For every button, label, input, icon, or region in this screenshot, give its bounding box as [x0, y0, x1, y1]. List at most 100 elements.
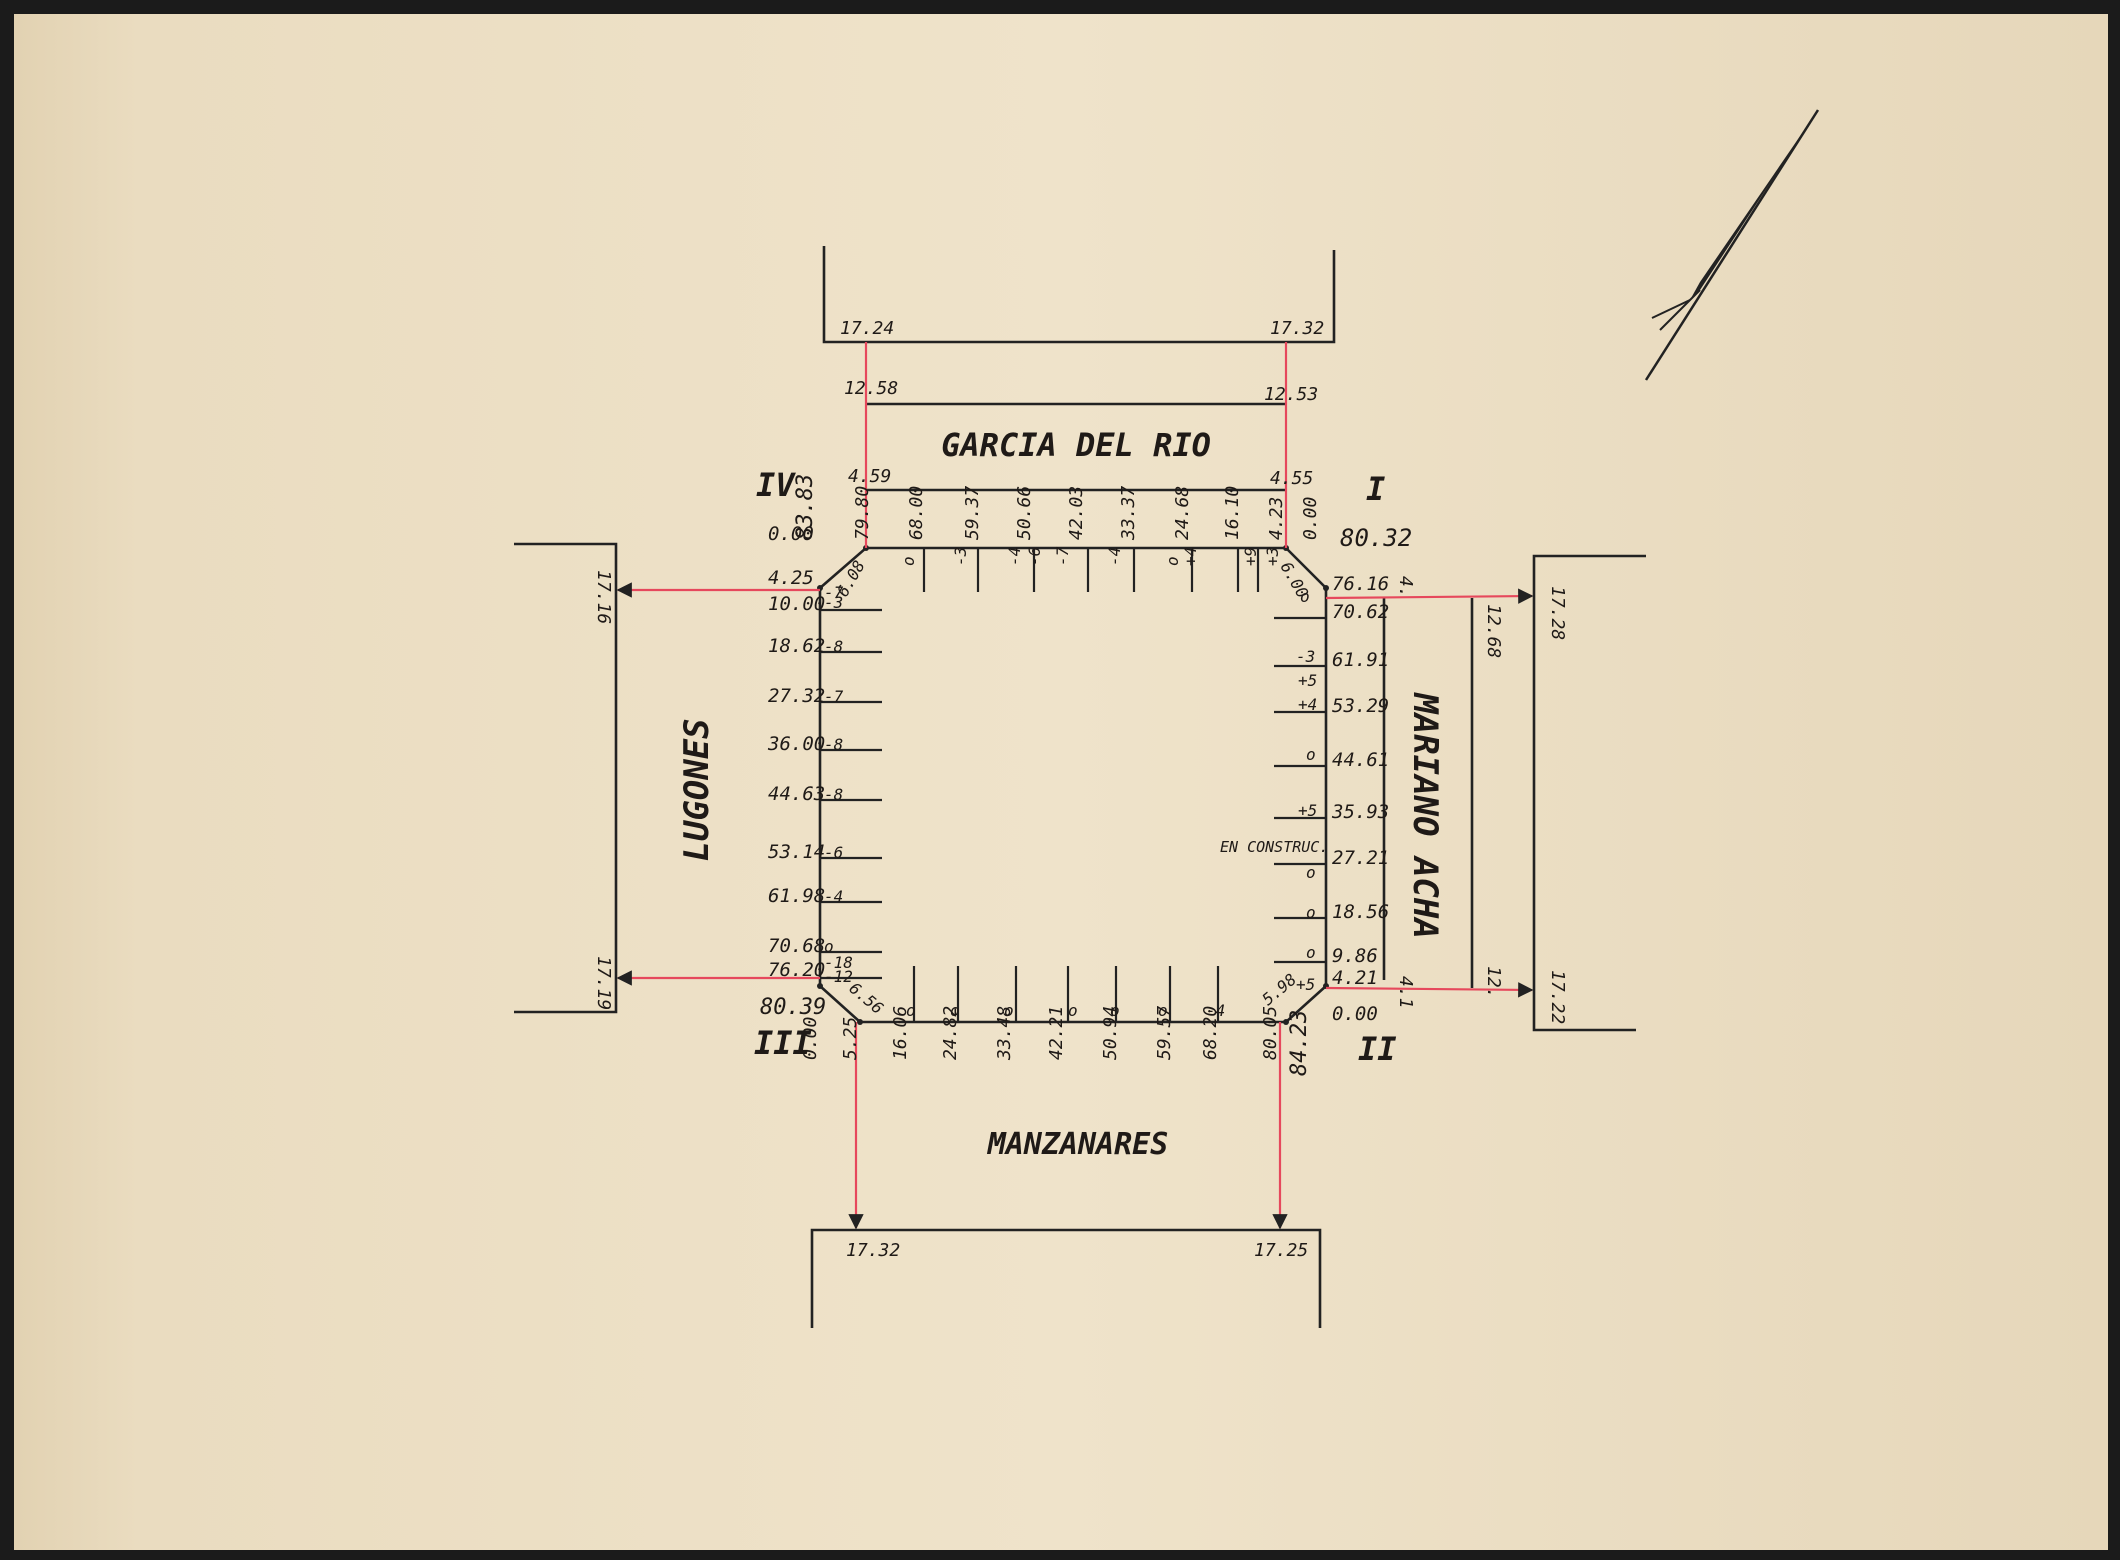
corner-label-II: II — [1358, 1030, 1397, 1068]
side-annotations: 79.80 68.00 59.37 50.66 42.03 33.37 24.68 16.10… — [767, 486, 1389, 1061]
north-level: +4 — [1181, 547, 1200, 566]
west-level: o — [824, 937, 834, 956]
north-level: +3 — [1263, 547, 1282, 566]
south-distance: 24.82 — [940, 1006, 961, 1060]
south-distance: 68.20 — [1200, 1006, 1221, 1060]
north-distance: 59.37 — [962, 486, 983, 540]
west-level: -8 — [824, 735, 843, 754]
west-level: -12 — [824, 967, 853, 986]
north-distance: 42.03 — [1066, 486, 1087, 540]
west-level: -6 — [824, 843, 843, 862]
north-level: -7 — [1053, 546, 1072, 566]
south-level: o — [1068, 1001, 1078, 1020]
west-distance: 4.25 — [768, 567, 814, 589]
level-ticks — [820, 548, 1326, 1022]
south-street — [810, 1022, 1322, 1328]
west-distance: 61.98 — [768, 885, 825, 907]
west-distance: 0.00 — [768, 523, 814, 545]
corner-label-I: I — [1366, 470, 1385, 508]
street-name-south: MANZANARES — [987, 1127, 1169, 1162]
width-north-mid-left: 12.58 — [844, 378, 898, 399]
east-distance: 61.91 — [1332, 649, 1389, 671]
east-distance: 53.29 — [1332, 695, 1389, 717]
east-street — [1325, 554, 1646, 1032]
width-north-mid-right: 12.53 — [1264, 384, 1318, 405]
width-north-inner-right: 4.55 — [1270, 468, 1313, 489]
south-distance: 5.25 — [840, 1017, 861, 1060]
corner-total-I: 80.32 — [1340, 524, 1412, 552]
width-north-outer-left: 17.24 — [840, 318, 894, 339]
south-distance: 0.00 — [800, 1017, 821, 1060]
west-distance: 44.63 — [768, 783, 825, 805]
west-distance: 18.62 — [768, 635, 825, 657]
street-name-north: GARCIA DEL RIO — [941, 426, 1211, 464]
east-level: +5 — [1298, 671, 1317, 690]
west-distance: 70.68 — [768, 935, 825, 957]
width-south-outer-left: 17.32 — [846, 1240, 900, 1261]
corner-total-II: 84.23 — [1287, 1010, 1312, 1076]
width-east-outer-top: 17.28 — [1547, 586, 1568, 640]
north-distance: 24.68 — [1172, 486, 1193, 540]
north-distance: 4.23 — [1266, 497, 1287, 540]
width-north-inner-left: 4.59 — [848, 466, 891, 487]
width-west-outer-top: 17.16 — [593, 570, 614, 624]
north-level: -4 — [1105, 547, 1124, 566]
corner-total-III: 80.39 — [760, 995, 826, 1020]
east-level: o — [1306, 943, 1316, 962]
south-distance: 33.48 — [994, 1006, 1015, 1061]
south-level: o — [1158, 1001, 1168, 1020]
east-level: +4 — [1298, 695, 1317, 714]
width-east-mid-top: 12.68 — [1483, 604, 1504, 658]
west-level: -3 — [824, 593, 843, 612]
corner-label-IV: IV — [756, 466, 796, 504]
north-level: o — [1163, 556, 1182, 566]
width-north-outer-right: 17.32 — [1270, 318, 1324, 339]
west-street — [514, 542, 820, 1014]
construction-note: EN CONSTRUC. — [1220, 838, 1328, 856]
south-distance: 80.05 — [1260, 1006, 1281, 1060]
north-level: o — [899, 556, 918, 566]
west-level: -18 — [824, 953, 853, 972]
south-distance: 59.57 — [1154, 1006, 1175, 1060]
east-distance: 0.00 — [1332, 1003, 1378, 1025]
west-level: -7 — [824, 583, 844, 602]
south-distance: 50.94 — [1100, 1006, 1121, 1060]
width-south-outer-right: 17.25 — [1254, 1240, 1308, 1261]
width-east-inner-top: 4. — [1395, 576, 1416, 598]
width-east-mid-bottom: 12. — [1483, 966, 1504, 999]
east-level: o — [1306, 745, 1316, 764]
south-level: o — [1004, 1001, 1014, 1020]
north-level: -3 — [951, 547, 970, 566]
width-west-outer-bottom: 17.19 — [593, 956, 614, 1010]
north-level: -4 — [1005, 547, 1024, 566]
street-name-west: LUGONES — [677, 718, 717, 861]
west-level: -4 — [824, 887, 843, 906]
east-level: +5 — [1296, 975, 1315, 994]
east-level: o — [1300, 587, 1310, 606]
east-distance: 76.16 — [1332, 573, 1389, 595]
north-distance: 33.37 — [1118, 486, 1139, 541]
west-level: -7 — [824, 687, 844, 706]
north-level: -6 — [1025, 547, 1044, 566]
south-level: o — [1110, 1001, 1120, 1020]
east-distance: 18.56 — [1332, 901, 1389, 923]
corner-total-IV: 83.83 — [793, 474, 818, 540]
north-street — [822, 246, 1336, 548]
west-distance: 36.00 — [767, 733, 825, 755]
north-distance: 16.10 — [1222, 486, 1243, 540]
north-distance: 50.66 — [1014, 486, 1035, 540]
north-arrow-icon — [1644, 109, 1820, 381]
north-distance: 68.00 — [906, 486, 927, 540]
north-distance: 79.80 — [852, 486, 873, 540]
west-level: -8 — [824, 785, 843, 804]
south-level: -4 — [1206, 1001, 1225, 1020]
north-level: +9 — [1241, 547, 1260, 566]
north-distance: 0.00 — [1300, 497, 1321, 540]
east-level: -3 — [1296, 647, 1315, 666]
east-distance: 27.21 — [1332, 847, 1389, 869]
east-level: o — [1306, 903, 1316, 922]
east-distance: 9.86 — [1332, 945, 1378, 967]
west-distance: 10.00 — [768, 593, 825, 615]
